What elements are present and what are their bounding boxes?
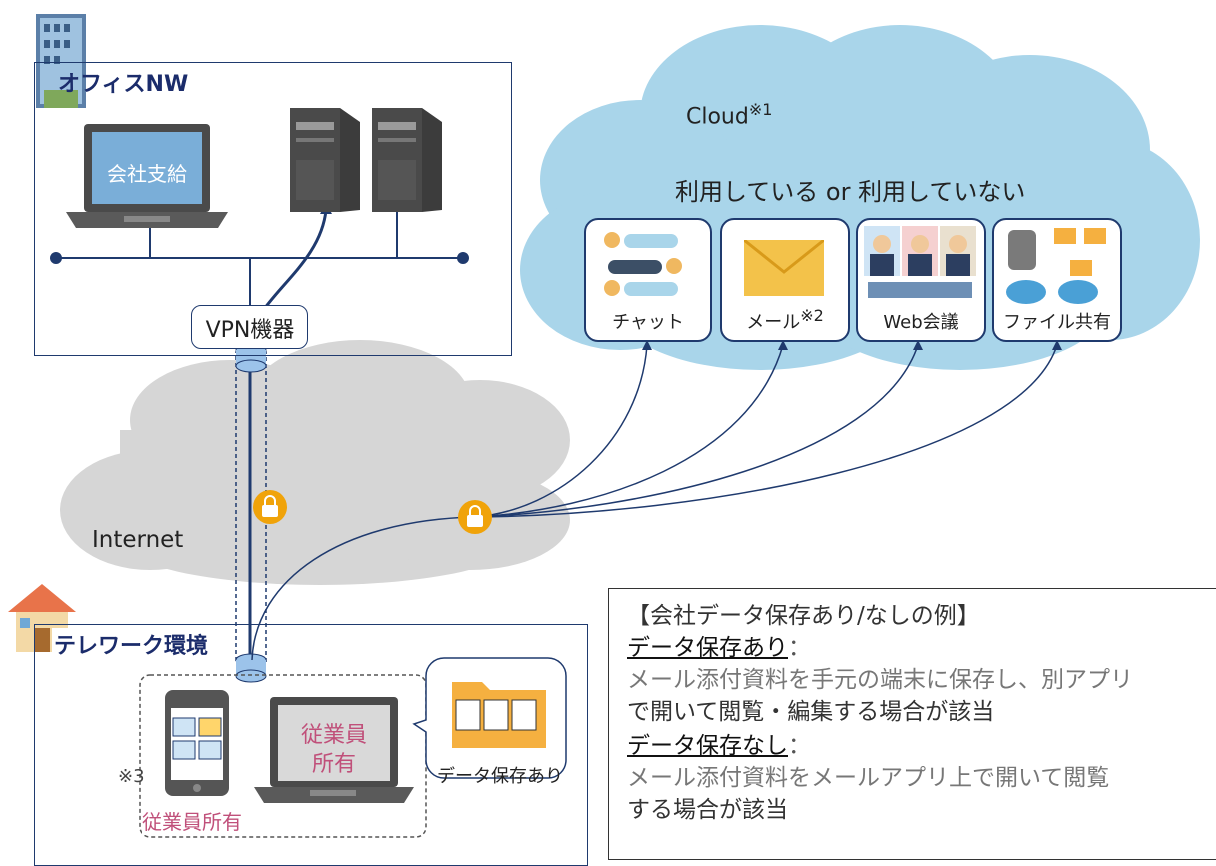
internet-label: Internet <box>92 527 184 553</box>
office-building-icon <box>36 14 86 108</box>
bus-endpoint-right <box>457 252 469 264</box>
mail-label-mark: ※2 <box>800 306 824 325</box>
service-card-chat: チャット <box>584 218 712 342</box>
office-network-bus <box>56 205 463 305</box>
note-with-storage-title: データ保存あり： <box>627 633 811 663</box>
service-card-file-share: ファイル共有 <box>992 218 1122 342</box>
tunnel-bottom-base <box>235 669 267 683</box>
note-without-storage-title: データ保存なし： <box>627 731 811 761</box>
service-label-file-share: ファイル共有 <box>1003 312 1111 333</box>
note-with-storage-line2: で開いて閲覧・編集する場合が該当 <box>627 699 995 725</box>
employee-laptop-icon <box>254 697 414 803</box>
video-conference-icon <box>864 226 976 298</box>
server-icon-2 <box>372 108 442 212</box>
phone-owner-caption: 従業員所有 <box>142 806 242 835</box>
internet-to-cloud-paths <box>251 344 1058 661</box>
cloud-title-mark: ※1 <box>748 100 773 119</box>
storage-callout-label: データ保存あり <box>437 766 563 787</box>
note-without-storage-colon: ： <box>788 733 811 759</box>
folder-with-documents-icon <box>452 682 546 748</box>
note-with-storage-colon: ： <box>788 635 811 661</box>
employee-laptop-label-line2: 所有 <box>311 752 356 777</box>
office-network-frame <box>34 62 512 356</box>
telework-title: テレワーク環境 <box>52 628 211 660</box>
cloud-usage-text: 利用している or 利用していない <box>675 178 1026 206</box>
service-label-mail: メール※2 <box>722 306 848 334</box>
note-without-storage-title-text: データ保存なし <box>627 733 788 759</box>
lock-icon-internet <box>458 500 492 534</box>
phone-note-mark: ※3 <box>118 766 145 787</box>
tunnel-top-base <box>235 359 267 373</box>
employee-laptop-label-line1: 従業員 <box>300 723 367 748</box>
service-card-web-conference: Web会議 <box>856 218 986 342</box>
vpn-device-label: VPN機器 <box>205 318 295 343</box>
cloud-title-text: Cloud <box>686 104 749 130</box>
note-without-storage-line1: メール添付資料をメールアプリ上で開いて閲覧 <box>627 765 1110 791</box>
vpn-device-box <box>191 305 308 349</box>
company-laptop-label: 会社支給 <box>107 162 187 186</box>
bus-endpoint-left <box>50 252 62 264</box>
service-card-mail: メール※2 <box>720 218 850 342</box>
server-icon-1 <box>290 108 360 212</box>
chat-icon <box>604 232 682 296</box>
employee-smartphone-icon <box>165 690 229 796</box>
office-title: オフィスNW <box>58 72 189 97</box>
data-storage-note: 【会社データ保存あり/なしの例】 データ保存あり： メール添付資料を手元の端末に… <box>608 588 1216 860</box>
note-heading: 【会社データ保存あり/なしの例】 <box>627 603 980 629</box>
note-without-storage-line2: する場合が該当 <box>627 797 788 823</box>
internet-cloud-shape <box>60 340 570 585</box>
note-with-storage-title-text: データ保存あり <box>627 635 788 661</box>
cloud-title: Cloud※1 <box>686 100 772 129</box>
note-with-storage-line1: メール添付資料を手元の端末に保存し、別アプリ <box>627 667 1133 693</box>
mail-label-text: メール <box>746 312 801 333</box>
service-label-web-conference: Web会議 <box>883 312 959 333</box>
file-share-icon <box>1006 228 1106 304</box>
lock-icon-vpn <box>253 490 287 524</box>
cloud-arrowheads <box>642 340 1062 350</box>
service-label-chat: チャット <box>612 312 684 333</box>
company-laptop-icon <box>66 124 228 228</box>
mail-envelope-icon <box>744 240 824 296</box>
